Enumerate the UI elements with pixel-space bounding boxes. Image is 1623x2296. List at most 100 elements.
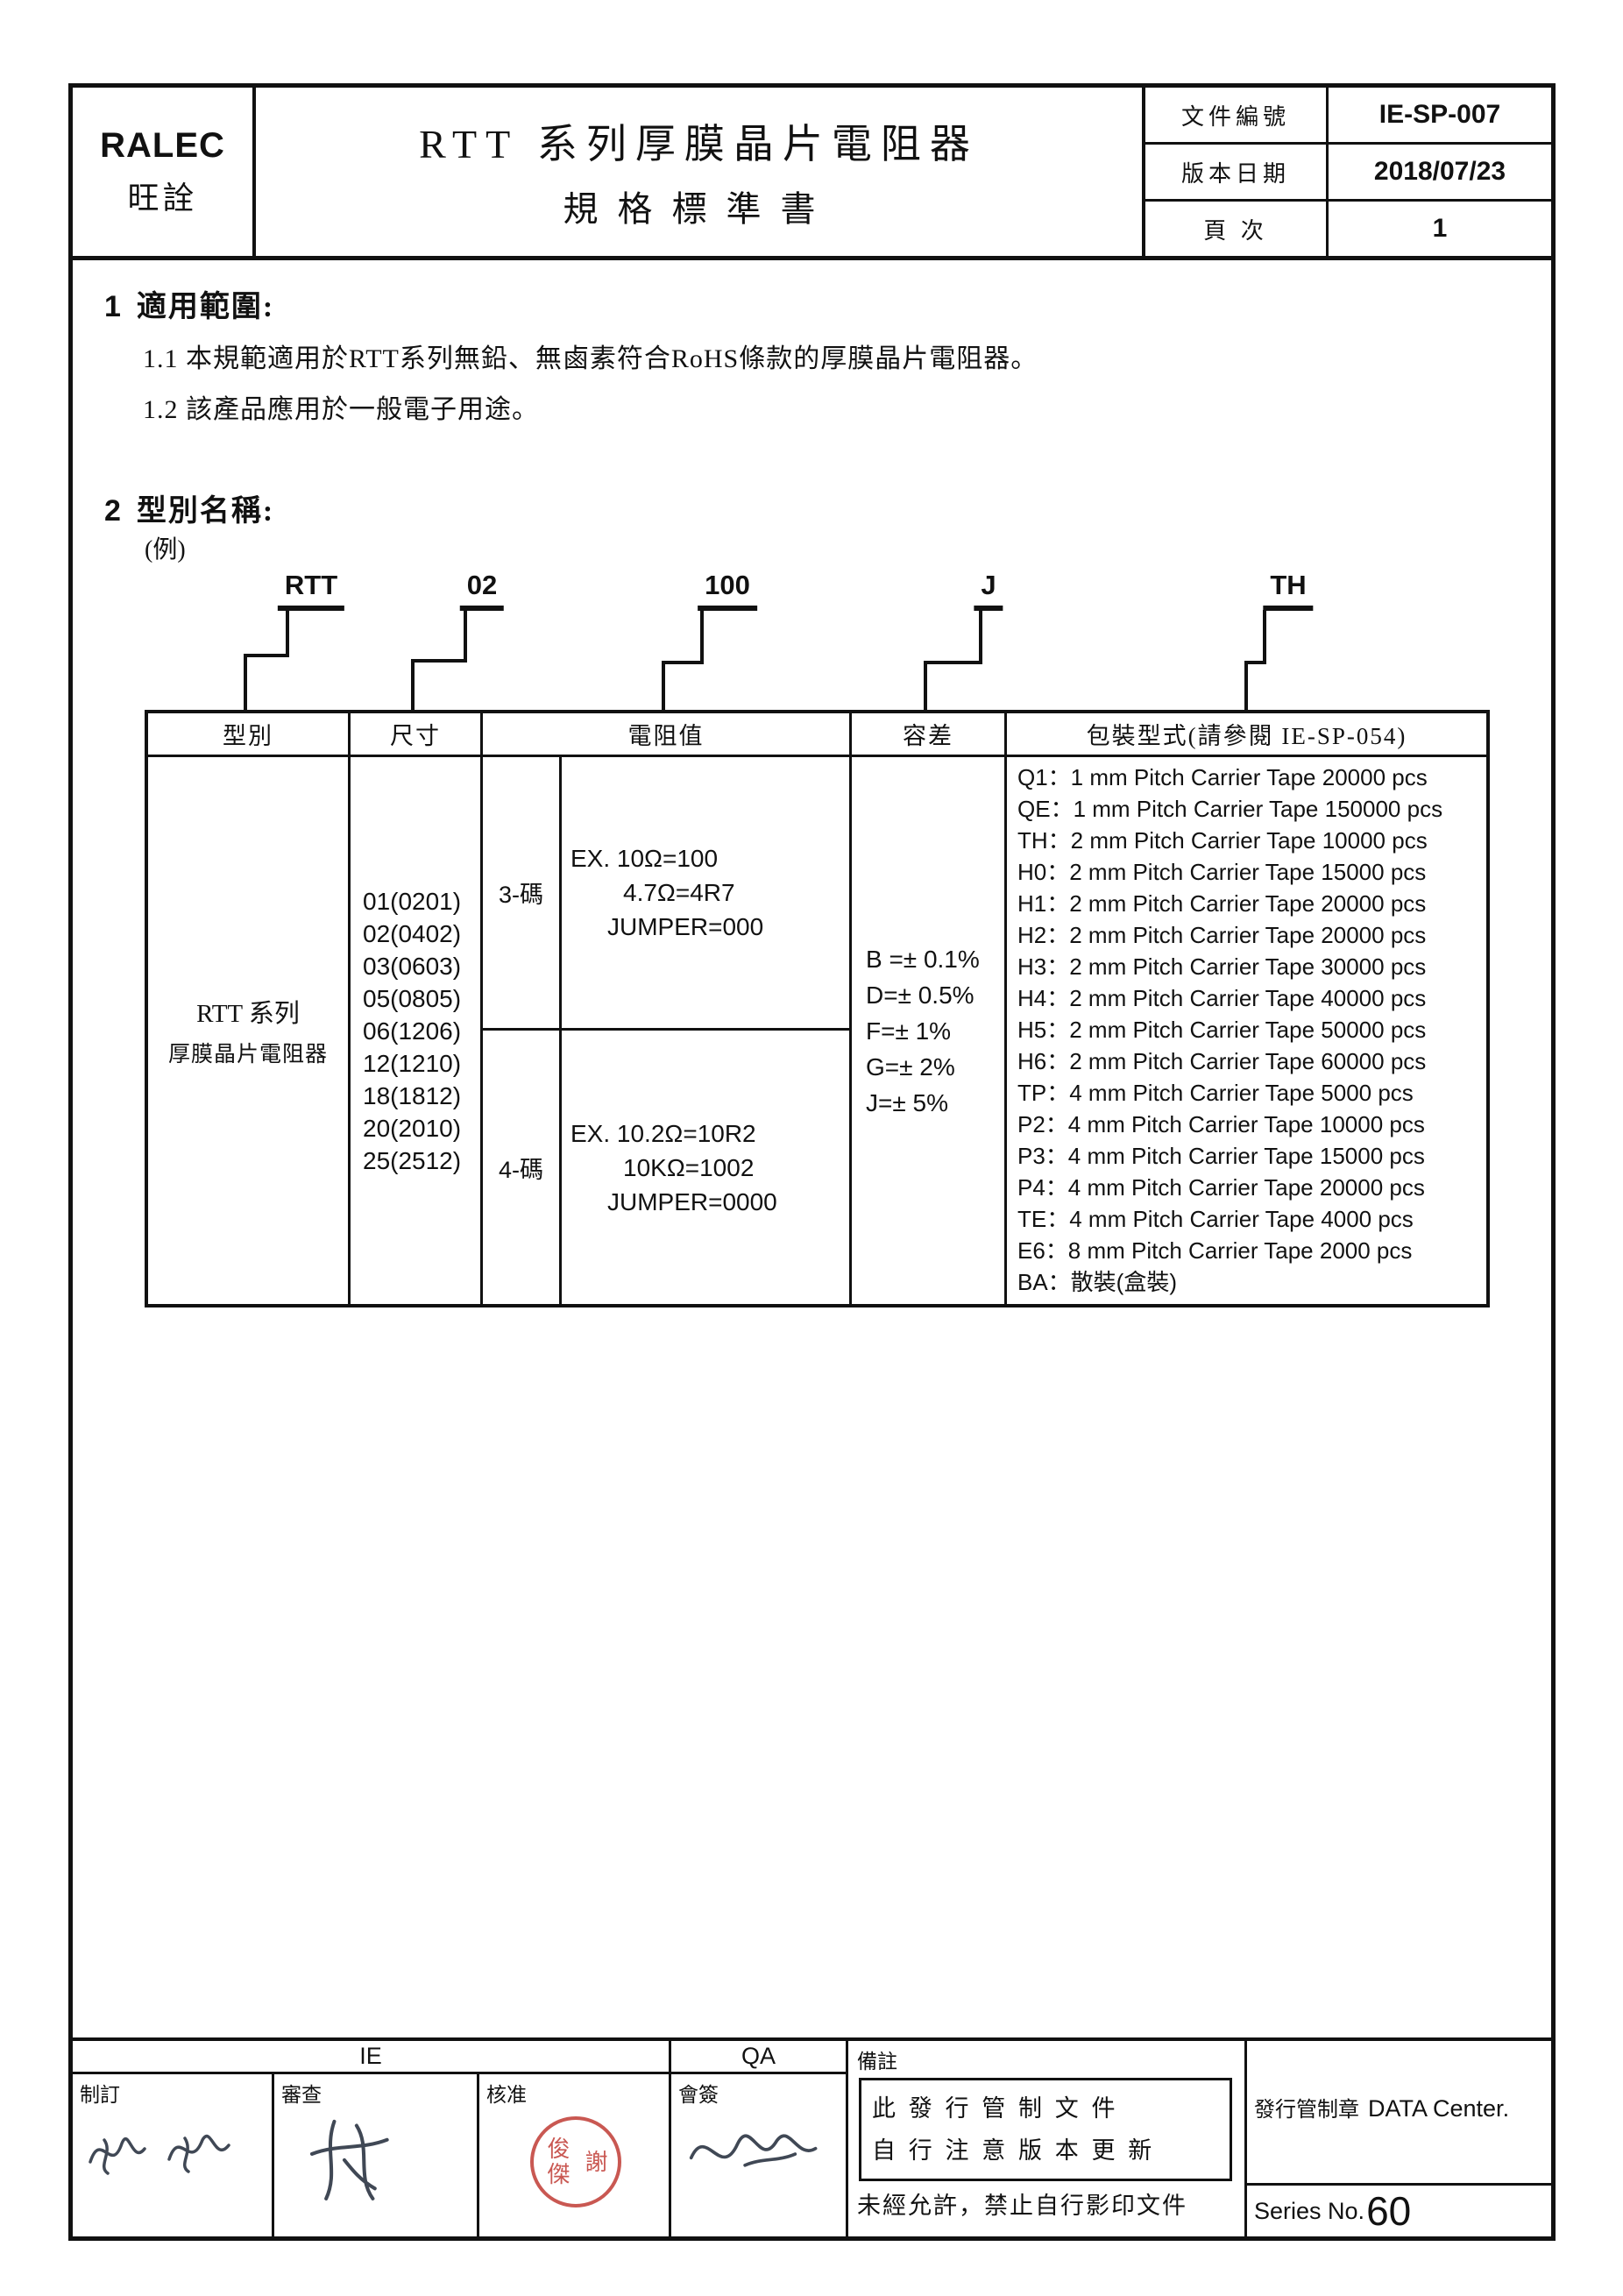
series-number-value: 60 [1366,2188,1412,2234]
issue-control-head: 發行管制章 DATA Center. [1254,2092,1509,2122]
section1-number: 1 [104,290,123,323]
doc-page-row: 頁 次 1 [1145,202,1551,256]
section1-item2: 1.2 該產品應用於一般電子用途。 [143,395,539,424]
packing-option: Q1：1 mm Pitch Carrier Tape 20000 pcs [1017,764,1428,790]
packing-option: H4：2 mm Pitch Carrier Tape 40000 pcs [1017,985,1427,1011]
doc-date-value: 2018/07/23 [1373,157,1506,186]
countersign-signature-icon [689,2134,818,2167]
header-size: 尺寸 [351,713,483,757]
approved-by-cell: 核准 謝 俊傑 [479,2074,671,2236]
section1-item1: 1.1 本規範適用於RTT系列無鉛、無鹵素符合RoHS條款的厚膜晶片電阻器。 [143,344,1038,373]
doc-date-row: 版本日期 2018/07/23 [1145,145,1551,202]
size-option: 20(2010) [363,1114,462,1142]
connector-series [244,610,289,712]
type-description: 厚膜晶片電阻器 [167,1043,328,1067]
notice-line: 此 發 行 管 制 文 件 [872,2095,1119,2122]
drafted-by-label: 制訂 [80,2084,120,2106]
packing-option: H6：2 mm Pitch Carrier Tape 60000 pcs [1017,1048,1427,1074]
issue-control-cell: 發行管制章 DATA Center. Series No. 60 [1247,2041,1551,2236]
connector-packing [1244,610,1266,712]
issue-control-label: 發行管制章 [1254,2099,1359,2122]
example-label: (例) [145,536,186,563]
tolerance-option: D=± 0.5% [866,981,975,1009]
company-name-cn: 旺詮 [127,180,198,216]
approval-stamp-name: 俊傑 [544,2137,570,2187]
remarks-label: 備註 [857,2051,897,2073]
packing-option: H2：2 mm Pitch Carrier Tape 20000 pcs [1017,922,1427,948]
code3-label: 3-碼 [483,757,562,1031]
doc-page-value: 1 [1432,214,1448,243]
ie-department-header: IE [73,2041,671,2074]
section2-heading: 2 型別名稱: [104,486,274,529]
packing-option: P2：4 mm Pitch Carrier Tape 10000 pcs [1017,1111,1425,1137]
company-name: RALEC [100,125,225,165]
section2-title: 型別名稱: [136,495,275,528]
packing-option: P3：4 mm Pitch Carrier Tape 15000 pcs [1017,1143,1425,1169]
connector-tolerance [924,610,982,712]
part-code-tolerance: J [974,570,1003,611]
size-option: 05(0805) [363,984,462,1012]
packing-option: H1：2 mm Pitch Carrier Tape 20000 pcs [1017,890,1427,917]
packing-option: E6：8 mm Pitch Carrier Tape 2000 pcs [1017,1237,1413,1264]
header-tolerance: 容差 [852,713,1007,757]
part-code-size: 02 [459,570,505,611]
size-option: 01(0201) [363,887,462,915]
doc-date-label: 版本日期 [1145,145,1329,199]
approval-stamp-surname: 謝 [582,2149,607,2175]
notice-line: 自 行 注 意 版 本 更 新 [872,2137,1156,2164]
part-code-resistance: 100 [698,570,757,611]
countersign-cell: 會簽 [671,2074,848,2236]
drafted-by-cell: 制訂 [73,2074,274,2236]
remarks-cell: 備註 此 發 行 管 制 文 件自 行 注 意 版 本 更 新 未經允許，禁止自… [848,2041,1247,2236]
document-frame: RALEC 旺詮 RTT 系列厚膜晶片電阻器 規格標準書 文件編號 IE-SP-… [68,83,1556,2241]
tolerance-option: J=± 5% [866,1088,948,1116]
size-option: 02(0402) [363,919,462,947]
packing-option: BA：散裝(盒裝) [1017,1269,1178,1295]
connector-size [411,610,467,712]
code3-example-line: JUMPER=000 [607,913,764,940]
code4-example-line: 10KΩ=1002 [623,1153,755,1181]
qa-department-header: QA [671,2041,848,2074]
document-info-table: 文件編號 IE-SP-007 版本日期 2018/07/23 頁 次 1 [1142,88,1551,256]
size-option: 03(0603) [363,952,462,980]
tolerance-option: G=± 2% [866,1052,955,1081]
reviewer-signature-icon [309,2119,389,2200]
type-cell: RTT 系列 厚膜晶片電阻器 [148,757,351,1304]
type-series: RTT 系列 [196,1000,300,1028]
connector-resistance [662,610,704,712]
reviewed-by-label: 審查 [281,2084,322,2106]
drafter-signature-icon [89,2134,230,2175]
title-line2: 規格標準書 [563,189,835,229]
header-packing: 包裝型式(請參閱 IE-SP-054) [1007,713,1486,757]
code3-example-line: EX. 10Ω=100 [571,845,719,872]
issue-control-value: DATA Center. [1368,2095,1510,2122]
tolerance-option: F=± 1% [866,1017,952,1045]
spec-table: 型別 尺寸 電阻值 容差 包裝型式(請參閱 IE-SP-054) RTT 系列 … [145,710,1490,1307]
packing-option: TH：2 mm Pitch Carrier Tape 10000 pcs [1017,827,1428,854]
packing-option: P4：4 mm Pitch Carrier Tape 20000 pcs [1017,1174,1425,1201]
size-option: 18(1812) [363,1081,462,1109]
header-type: 型別 [148,713,351,757]
part-code-packing: TH [1263,570,1314,611]
packing-option: TP：4 mm Pitch Carrier Tape 5000 pcs [1017,1080,1414,1106]
packing-option: H0：2 mm Pitch Carrier Tape 15000 pcs [1017,859,1427,885]
header-resistance: 電阻值 [483,713,852,757]
section2-number: 2 [104,494,123,528]
document-title: RTT 系列厚膜晶片電阻器 規格標準書 [256,88,1142,256]
doc-number-value: IE-SP-007 [1378,100,1501,129]
controlled-document-notice: 此 發 行 管 制 文 件自 行 注 意 版 本 更 新 [859,2078,1232,2181]
approval-stamp-icon: 謝 俊傑 [530,2116,621,2207]
packing-option: TE：4 mm Pitch Carrier Tape 4000 pcs [1017,1206,1414,1232]
doc-page-label: 頁 次 [1145,202,1329,256]
tolerance-cell: B =± 0.1% D=± 0.5% F=± 1% G=± 2% J=± 5% [852,757,1007,1304]
code4-example-line: JUMPER=0000 [607,1187,777,1215]
approved-by-label: 核准 [486,2084,527,2106]
tolerance-option: B =± 0.1% [866,945,980,973]
no-copy-notice: 未經允許，禁止自行影印文件 [857,2193,1187,2219]
code3-example-line: 4.7Ω=4R7 [623,879,735,906]
doc-number-row: 文件編號 IE-SP-007 [1145,88,1551,145]
